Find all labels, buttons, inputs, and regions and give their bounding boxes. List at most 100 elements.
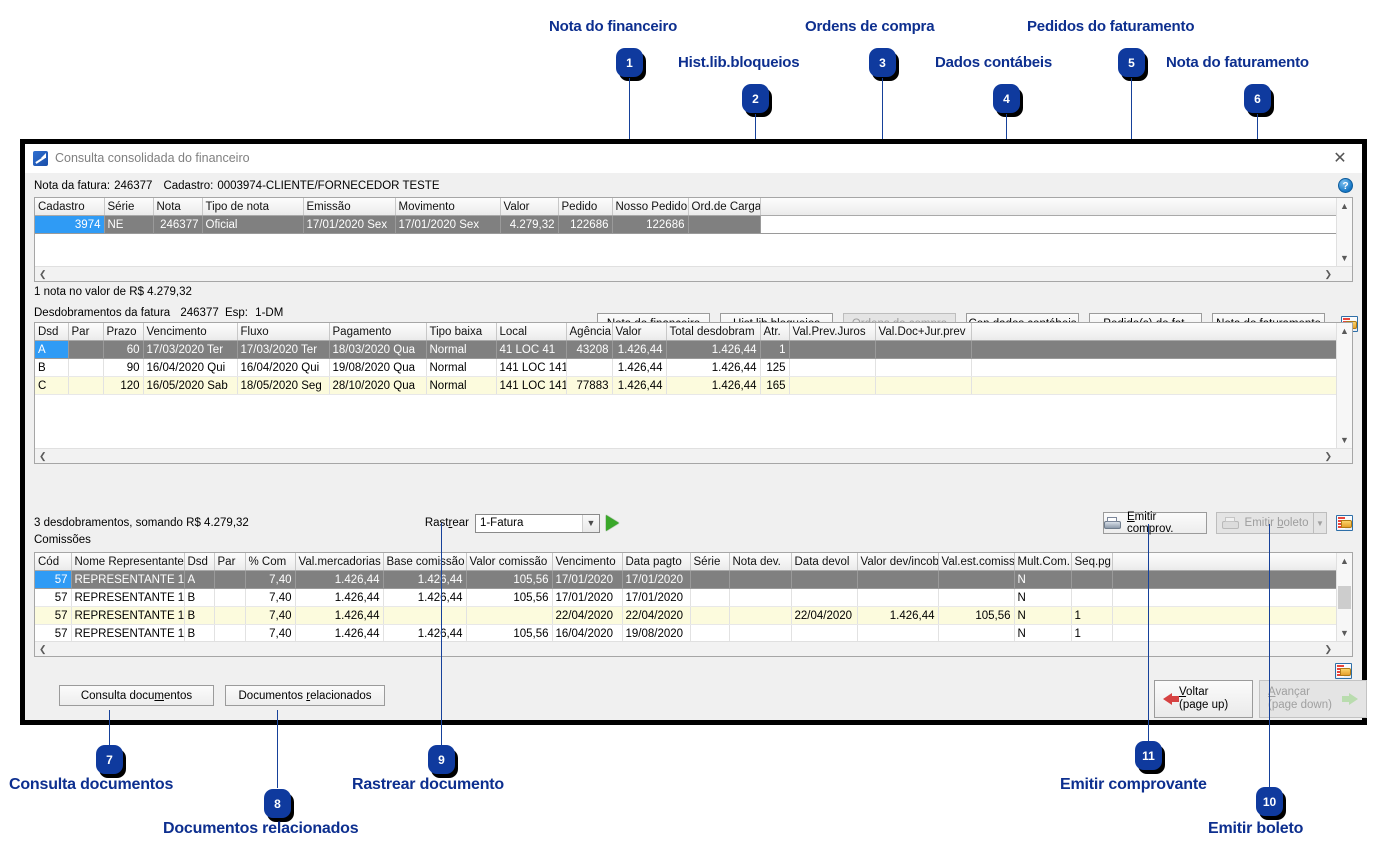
voltar-button[interactable]: Voltar (page up) [1154,680,1253,718]
col-tipo-de-nota[interactable]: Tipo de nota [202,198,304,216]
emitir-group: Emitir comprov. Emitir boleto ▼ [1103,511,1353,535]
col-agencia[interactable]: Agência [566,323,613,341]
col-nota-dev[interactable]: Nota dev. [729,553,792,571]
rastrear-select[interactable]: 1-Fatura ▼ [474,513,600,533]
export-spreadsheet-icon[interactable] [1335,663,1352,679]
emitir-comprov-button[interactable]: Emitir comprov. [1103,511,1207,535]
desdobramentos-grid[interactable]: Dsd Par Prazo Vencimento Fluxo Pagamento… [34,322,1353,464]
scroll-left-icon[interactable]: ❮ [39,268,47,279]
col-prazo[interactable]: Prazo [103,323,144,341]
col-cod[interactable]: Cód [35,553,72,571]
col-pagamento[interactable]: Pagamento [329,323,427,341]
col-tipo-baixa[interactable]: Tipo baixa [426,323,497,341]
help-icon[interactable]: ? [1338,178,1353,193]
col-local[interactable]: Local [496,323,567,341]
table-cell: 7,40 [245,570,296,589]
col-valor[interactable]: Valor [500,198,559,216]
col-valor-comissao[interactable]: Valor comissão [466,553,553,571]
cell-emissao: 17/01/2020 Sex [303,215,396,234]
play-icon[interactable] [605,515,619,531]
col-fluxo[interactable]: Fluxo [237,323,330,341]
col-serie[interactable]: Série [690,553,730,571]
col-data-devol[interactable]: Data devol [791,553,858,571]
scroll-down-icon[interactable]: ▼ [1340,435,1349,445]
col-nome-representante[interactable]: Nome Representante [71,553,185,571]
close-icon[interactable]: ✕ [1333,150,1347,167]
col-dsd[interactable]: Dsd [35,323,69,341]
nota-grid-hscrollbar[interactable]: ❮ ❯ [35,266,1352,281]
table-cell: 18/03/2020 Qua [329,340,427,359]
table-cell [729,570,792,589]
scroll-thumb[interactable] [1338,586,1351,609]
avancar-label-line2: (page down) [1268,699,1332,711]
col-nosso-pedido[interactable]: Nosso Pedido [612,198,689,216]
col-cadastro[interactable]: Cadastro [35,198,105,216]
scroll-left-icon[interactable]: ❮ [39,643,47,654]
comissoes-hscrollbar[interactable]: ❮ ❯ [35,641,1352,656]
cell-nota: 246377 [153,215,203,234]
col-seq-pg[interactable]: Seq.pg [1071,553,1113,571]
table-cell: 17/03/2020 Ter [143,340,238,359]
col-val-prev-juros[interactable]: Val.Prev.Juros [789,323,876,341]
nota-grid[interactable]: Cadastro Série Nota Tipo de nota Emissão… [34,197,1353,282]
scroll-up-icon[interactable]: ▲ [1340,556,1349,566]
annotation-label-4: Dados contábeis [935,54,1053,71]
comissoes-vscrollbar[interactable]: ▲ ▼ [1336,553,1352,641]
desdobramentos-vscrollbar[interactable]: ▲ ▼ [1336,323,1352,448]
scroll-right-icon[interactable]: ❯ [1324,450,1332,461]
col-emissao[interactable]: Emissão [303,198,396,216]
scroll-up-icon[interactable]: ▲ [1340,201,1349,211]
col-par[interactable]: Par [68,323,104,341]
col-valor[interactable]: Valor [612,323,667,341]
col-valor-dev-incob[interactable]: Valor dev/incob [857,553,939,571]
export-spreadsheet-icon[interactable] [1336,515,1353,531]
nota-grid-vscrollbar[interactable]: ▲ ▼ [1336,198,1352,266]
comissoes-grid[interactable]: Cód Nome Representante Dsd Par % Com Val… [34,552,1353,657]
table-cell: Normal [426,358,497,377]
scroll-left-icon[interactable]: ❮ [39,450,47,461]
avancar-button[interactable]: Avançar (page down) [1259,680,1367,718]
col-ord-de-carga[interactable]: Ord.de Carga [688,198,761,216]
scroll-right-icon[interactable]: ❯ [1324,643,1332,654]
chevron-down-icon[interactable]: ▼ [581,514,599,532]
col-nota[interactable]: Nota [153,198,203,216]
annotation-marker-8: 8 [264,789,291,818]
scroll-right-icon[interactable]: ❯ [1324,268,1332,279]
col-vencimento[interactable]: Vencimento [552,553,623,571]
col-vencimento[interactable]: Vencimento [143,323,238,341]
scroll-down-icon[interactable]: ▼ [1340,253,1349,263]
col-atr[interactable]: Atr. [760,323,790,341]
col-mult-com[interactable]: Mult.Com. [1014,553,1072,571]
table-row[interactable]: 3974 NE 246377 Oficial 17/01/2020 Sex 17… [35,215,1336,234]
col-data-pagto[interactable]: Data pagto [622,553,691,571]
chevron-down-icon[interactable]: ▼ [1314,512,1327,534]
col-dsd[interactable]: Dsd [184,553,215,571]
emitir-boleto-button[interactable]: Emitir boleto [1216,512,1314,534]
col-val-mercadorias[interactable]: Val.mercadorias [295,553,384,571]
consulta-documentos-button[interactable]: Consulta documentos [59,685,214,706]
col-val-doc-jur-prev[interactable]: Val.Doc+Jur.prev [875,323,972,341]
table-cell-filler [971,376,1336,395]
col-pedido[interactable]: Pedido [558,198,613,216]
nota-da-fatura-value: 246377 [114,179,153,192]
scroll-down-icon[interactable]: ▼ [1340,628,1349,638]
col-base-comissao[interactable]: Base comissão [383,553,467,571]
col-movimento[interactable]: Movimento [395,198,501,216]
col-pct-com[interactable]: % Com [245,553,296,571]
table-cell: 17/01/2020 [622,588,691,607]
documentos-relacionados-button[interactable]: Documentos relacionados [225,685,385,706]
col-val-est-comiss[interactable]: Val.est.comiss. [938,553,1015,571]
col-total-desdobram[interactable]: Total desdobram [666,323,761,341]
col-serie[interactable]: Série [104,198,154,216]
desdobramentos-footer: 3 desdobramentos, somando R$ 4.279,32 Ra… [34,511,1353,535]
scroll-up-icon[interactable]: ▲ [1340,326,1349,336]
desdobramentos-hscrollbar[interactable]: ❮ ❯ [35,448,1352,463]
col-par[interactable]: Par [214,553,246,571]
